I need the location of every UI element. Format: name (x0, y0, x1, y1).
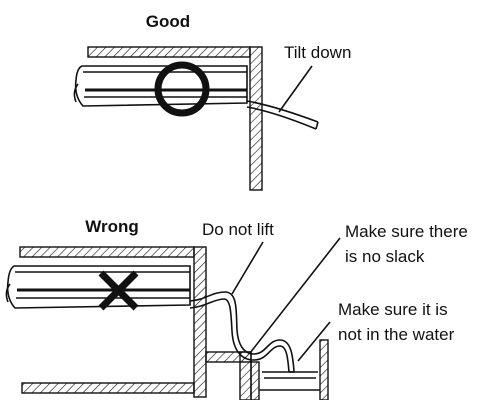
tilt-leader-line (278, 65, 313, 113)
good-wall (249, 46, 263, 191)
label-tilt-down: Tilt down (284, 43, 351, 62)
wrong-indoor-unit (5, 265, 191, 309)
good-ceiling (87, 46, 251, 58)
label-water-line1: Make sure it is (338, 300, 448, 319)
wrong-ceiling (19, 246, 195, 258)
water-leader-line (297, 321, 331, 362)
label-no-slack-line2: is no slack (345, 247, 425, 266)
cross-icon (98, 270, 139, 311)
wrong-wall (193, 246, 207, 398)
lift-leader-line (231, 241, 264, 295)
slack-leader-line (249, 237, 341, 354)
wrong-section: Wrong (5, 217, 468, 400)
wrong-drain-hose (189, 291, 295, 373)
good-title: Good (146, 12, 190, 31)
good-drain-hose (246, 100, 319, 130)
label-do-not-lift: Do not lift (202, 220, 274, 239)
wrong-bottom-floor (21, 382, 195, 394)
good-indoor-unit (73, 65, 248, 107)
good-section: Good Tilt down (73, 12, 351, 191)
circle-icon (154, 61, 210, 117)
label-water-line2: not in the water (338, 325, 455, 344)
label-no-slack-line1: Make sure there (345, 222, 468, 241)
wrong-title: Wrong (85, 217, 139, 236)
